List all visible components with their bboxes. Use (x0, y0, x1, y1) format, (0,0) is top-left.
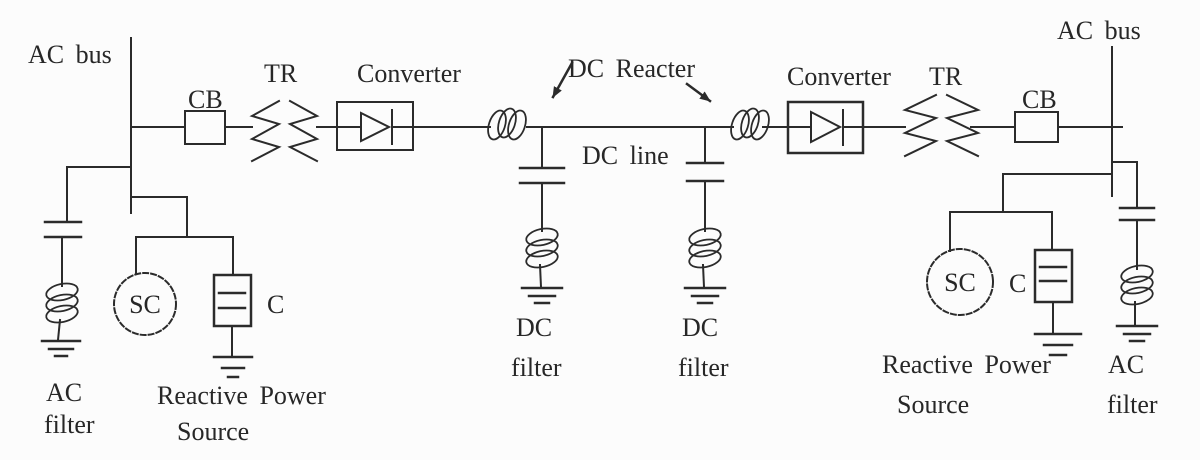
coil-loop (740, 107, 760, 139)
arrow-to-right-reactor (685, 82, 712, 103)
diode-icon (360, 111, 392, 143)
tr-left-label: TR (264, 59, 298, 88)
coil-loop (688, 249, 722, 269)
transformer-icon-left (249, 99, 320, 163)
dc-filter-left (518, 166, 566, 305)
winding (944, 93, 981, 158)
dc-filter-right-label-line2: filter (678, 353, 729, 382)
dc-reacter-callout (551, 61, 712, 103)
left-converter-station (40, 37, 527, 379)
ground-icon (1115, 324, 1159, 343)
c-left-label: C (267, 290, 284, 319)
diode-wires (336, 109, 414, 145)
right-converter-station (730, 46, 1159, 357)
winding (287, 99, 320, 163)
capacitor-plates (217, 291, 247, 310)
ac-filter-left (40, 220, 83, 358)
coil-tail (538, 263, 543, 289)
converter-box-right (786, 100, 865, 155)
ground-icon (1033, 332, 1083, 357)
dc-reactor-icon-right (730, 107, 770, 141)
capacitor-plates (1038, 265, 1068, 283)
coil-tail (701, 263, 706, 289)
capacitor-box (212, 273, 253, 328)
transformer-icon-right (902, 93, 981, 158)
coil-loop (45, 282, 79, 302)
diode-icon (810, 110, 843, 144)
dc-line-wire (526, 126, 734, 232)
reactive-power-source-right (926, 248, 1083, 357)
c-right-label: C (1009, 269, 1026, 298)
capacitor-icon (518, 166, 566, 185)
sc-right-label: SC (944, 268, 976, 297)
converter-right-label: Converter (787, 62, 891, 91)
ac-filter-right (1115, 206, 1159, 343)
sc-circle (926, 248, 994, 316)
coil-loop (688, 238, 722, 258)
left-wires (61, 37, 491, 358)
coil-loop (507, 109, 527, 141)
dc-reactor-icon-left (487, 107, 527, 141)
dc-filter-left-label-line2: filter (511, 353, 562, 382)
cb-box-right (1014, 111, 1059, 143)
cb-box-left (184, 110, 226, 145)
coil-loop (750, 109, 770, 141)
reactive-power-source-left-label-line1: Reactive Power (157, 381, 326, 410)
reactive-power-source-right-label-line1: Reactive Power (882, 350, 1051, 379)
ac-bus-left-label: AC bus (28, 40, 112, 69)
reactive-power-source-left (113, 272, 254, 379)
sc-left-label: SC (129, 290, 161, 319)
coil-loop (45, 293, 79, 313)
converter-left-label: Converter (357, 59, 461, 88)
coil-loop (1120, 275, 1154, 295)
ground-icon (683, 286, 727, 305)
tr-right-label: TR (929, 62, 963, 91)
ac-filter-right-label-line2: filter (1107, 390, 1158, 419)
ground-icon (212, 355, 254, 379)
winding (249, 99, 282, 163)
coil-loop (497, 107, 517, 139)
converter-box-left (336, 101, 414, 151)
coil-loop (45, 304, 79, 324)
right-wires (762, 46, 1138, 335)
sc-circle (113, 272, 177, 336)
arrow-to-left-reactor (551, 61, 574, 99)
ground-icon (520, 286, 564, 305)
ac-bus-right-label: AC bus (1057, 16, 1141, 45)
ac-filter-left-label-line2: filter (44, 410, 95, 439)
coil-loop (487, 109, 507, 141)
coil-loop (525, 238, 559, 258)
capacitor-icon (685, 161, 725, 183)
winding (902, 93, 939, 158)
dc-filter-right-label-line1: DC (682, 313, 718, 342)
coil-loop (525, 249, 559, 269)
ground-icon (40, 339, 82, 358)
dc-section (518, 61, 734, 305)
dc-line-label: DC line (582, 141, 669, 170)
ac-filter-left-label-line1: AC (46, 378, 82, 407)
reactive-power-source-right-label-line2: Source (897, 390, 969, 419)
diagram-labels: AC bus CB TR Converter DC Reacter DC lin… (28, 16, 1158, 446)
diode-wires (787, 109, 864, 146)
cb-left-label: CB (188, 85, 223, 114)
coil-loop (525, 227, 559, 247)
coil-loop (688, 227, 722, 247)
capacitor-icon (43, 220, 83, 239)
capacitor-icon (1118, 206, 1156, 222)
capacitor-box (1033, 248, 1074, 304)
dc-filter-right (683, 161, 727, 305)
coil-loop (1120, 264, 1154, 284)
coil-tail (56, 318, 62, 342)
cb-right-label: CB (1022, 85, 1057, 114)
dc-filter-left-label-line1: DC (516, 313, 552, 342)
dc-reacter-label: DC Reacter (568, 54, 695, 83)
reactive-power-source-left-label-line2: Source (177, 417, 249, 446)
coil-loop (1120, 286, 1154, 306)
ac-filter-right-label-line1: AC (1108, 350, 1144, 379)
coil-loop (730, 109, 750, 141)
